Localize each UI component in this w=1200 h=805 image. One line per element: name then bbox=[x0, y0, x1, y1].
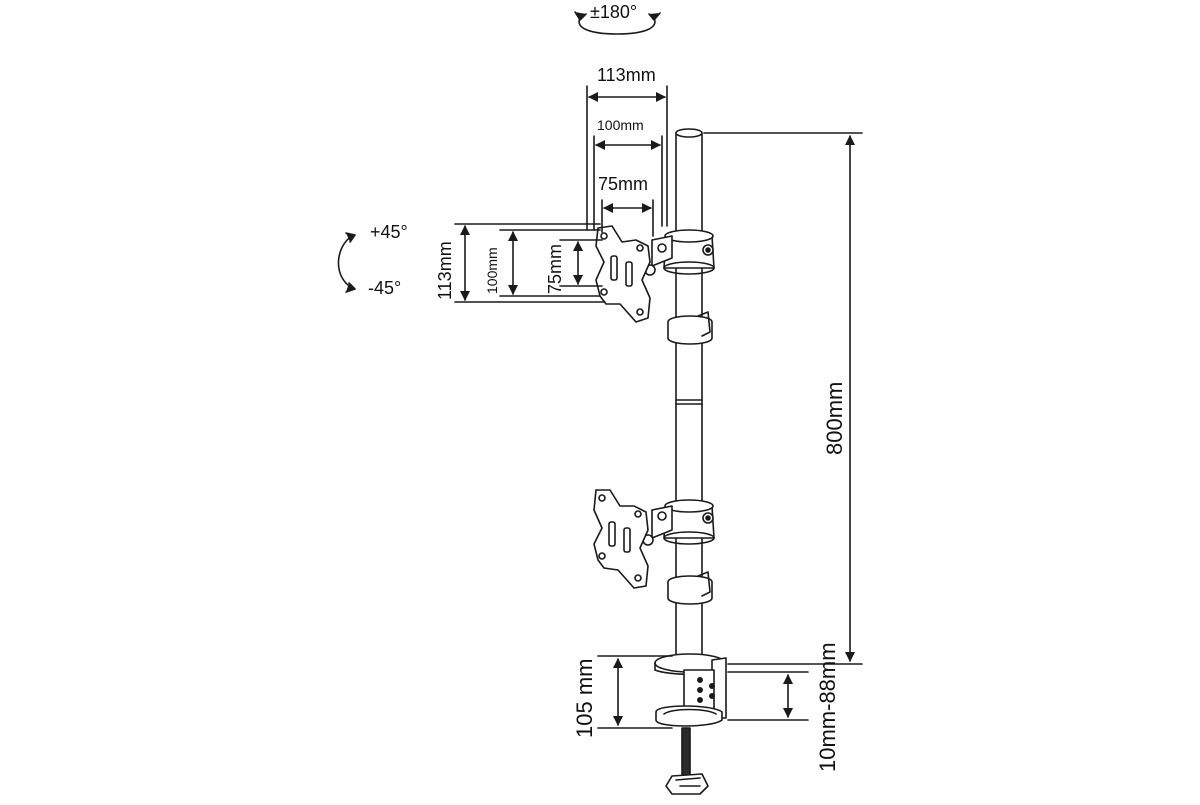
dim-h113-label: 113mm bbox=[597, 65, 656, 85]
clamp-height-dimension bbox=[597, 655, 673, 729]
upper-collar bbox=[644, 229, 715, 276]
pole bbox=[675, 128, 703, 664]
rotation-label: ±180° bbox=[590, 2, 637, 22]
dim-v113-label: 113mm bbox=[435, 241, 455, 300]
dim-h75-label: 75mm bbox=[598, 174, 648, 194]
upper-vesa-plate bbox=[595, 225, 651, 323]
tilt-down-label: -45° bbox=[368, 278, 401, 298]
lower-cable-clip bbox=[667, 571, 713, 605]
horizontal-dimension-lines bbox=[586, 85, 668, 237]
desk-clamp bbox=[654, 653, 727, 795]
vertical-dimension-lines bbox=[454, 223, 606, 303]
dim-h100-label: 100mm bbox=[597, 117, 644, 133]
clamp-height-label: 105 mm bbox=[572, 659, 597, 738]
upper-cable-clip bbox=[667, 311, 713, 345]
dim-v75-label: 75mm bbox=[545, 244, 565, 294]
tilt-up-label: +45° bbox=[370, 222, 408, 242]
rotation-arrow-icon bbox=[574, 11, 661, 35]
desk-range-dimension bbox=[727, 671, 809, 721]
dim-v100-label: 100mm bbox=[484, 247, 500, 294]
height-label: 800mm bbox=[822, 382, 847, 455]
lower-collar bbox=[642, 499, 715, 546]
desk-range-label: 10mm-88mm bbox=[815, 642, 840, 772]
tilt-arrow-icon bbox=[337, 232, 356, 293]
height-dimension bbox=[703, 132, 863, 665]
lower-vesa-plate bbox=[593, 489, 649, 589]
